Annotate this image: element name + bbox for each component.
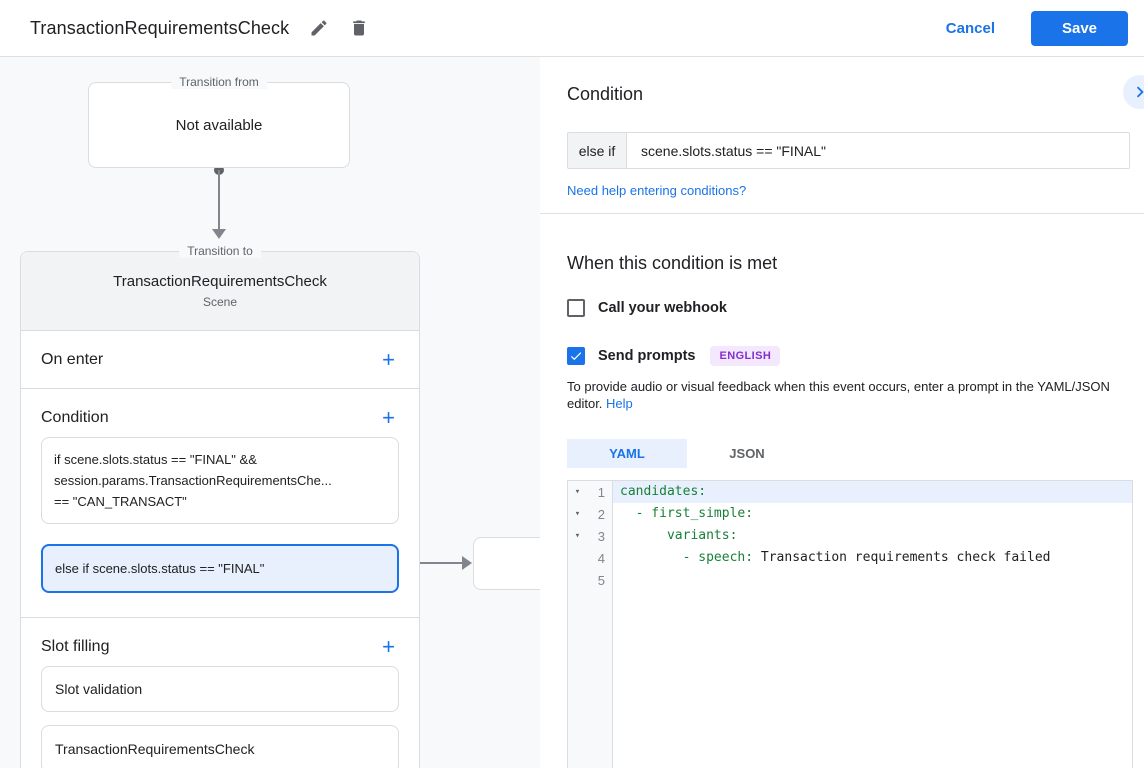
edit-title-button[interactable]	[301, 10, 337, 46]
prompts-help-link[interactable]: Help	[606, 396, 633, 411]
condition-editor-section: Condition else if Need help entering con…	[540, 84, 1144, 214]
add-condition-button[interactable]: +	[378, 405, 399, 431]
scene-flow-canvas: Transition from Not available Transition…	[0, 57, 540, 768]
fold-arrow-icon[interactable]: ▾	[568, 487, 584, 497]
condition-section-label: Condition	[41, 409, 109, 427]
editor-gutter: ▾ 1 ▾ 2 ▾ 3 4	[568, 481, 613, 768]
condition-item-elseif-selected[interactable]: else if scene.slots.status == "FINAL"	[41, 544, 399, 593]
language-badge: ENGLISH	[710, 346, 780, 366]
code-line: variants:	[613, 525, 1132, 547]
call-webhook-checkbox[interactable]	[567, 299, 585, 317]
code-line: - first_simple:	[613, 503, 1132, 525]
condition-prefix-label: else if	[568, 133, 627, 168]
gutter-line: 5	[568, 569, 612, 591]
scene-name: TransactionRequirementsCheck	[113, 273, 327, 290]
line-number: 2	[584, 507, 612, 522]
transition-target-node[interactable]	[473, 537, 540, 590]
transition-from-node[interactable]: Transition from Not available	[88, 82, 350, 168]
code-token-key: candidates:	[620, 484, 706, 499]
cancel-button[interactable]: Cancel	[946, 20, 995, 37]
condition-if-line-1: if scene.slots.status == "FINAL" &&	[54, 449, 386, 470]
line-number: 5	[584, 573, 612, 588]
transition-from-label: Transition from	[171, 75, 267, 89]
condition-met-section: When this condition is met Call your web…	[540, 253, 1144, 768]
fold-arrow-icon[interactable]: ▾	[568, 531, 584, 541]
yaml-code-editor[interactable]: ▾ 1 ▾ 2 ▾ 3 4	[567, 480, 1133, 768]
save-button[interactable]: Save	[1031, 11, 1128, 46]
code-token-value: Transaction requirements check failed	[761, 550, 1051, 565]
scene-card-header[interactable]: TransactionRequirementsCheck Scene	[21, 252, 419, 331]
fold-arrow-icon[interactable]: ▾	[568, 509, 584, 519]
on-enter-label: On enter	[41, 351, 103, 369]
code-token-key: - speech:	[620, 550, 761, 565]
editor-format-tabs: YAML JSON	[567, 439, 1130, 468]
on-enter-section: On enter +	[21, 331, 419, 389]
prompts-description: To provide audio or visual feedback when…	[567, 379, 1130, 412]
tab-json[interactable]: JSON	[687, 439, 807, 468]
send-prompts-label: Send prompts	[598, 348, 695, 364]
trash-icon	[349, 18, 369, 38]
send-prompts-checkbox[interactable]	[567, 347, 585, 365]
condition-section: Condition + if scene.slots.status == "FI…	[21, 389, 419, 618]
condition-detail-panel: Condition else if Need help entering con…	[540, 57, 1144, 768]
condition-expression-input[interactable]	[627, 133, 1129, 168]
transition-from-content: Not available	[176, 117, 263, 134]
scene-card: Transition to TransactionRequirementsChe…	[20, 251, 420, 768]
chevron-right-icon	[1129, 81, 1144, 103]
code-line	[613, 569, 1132, 591]
top-bar: TransactionRequirementsCheck Cancel Save	[0, 0, 1144, 57]
delete-scene-button[interactable]	[341, 10, 377, 46]
slot-filling-section: Slot filling + Slot validation Transacti…	[21, 618, 419, 768]
condition-input-row: else if	[567, 132, 1130, 169]
condition-if-line-3: == "CAN_TRANSACT"	[54, 491, 386, 512]
add-on-enter-button[interactable]: +	[378, 347, 399, 373]
code-token-key: - first_simple:	[620, 506, 753, 521]
slot-item-validation[interactable]: Slot validation	[41, 666, 399, 712]
slot-item-transaction-check[interactable]: TransactionRequirementsCheck	[41, 725, 399, 768]
checkmark-icon	[569, 349, 583, 363]
code-line: candidates:	[613, 481, 1132, 503]
gutter-line: ▾ 1	[568, 481, 612, 503]
prompts-description-text: To provide audio or visual feedback when…	[567, 379, 1110, 411]
page-title: TransactionRequirementsCheck	[30, 18, 289, 39]
slot-filling-label: Slot filling	[41, 638, 109, 656]
line-number: 3	[584, 529, 612, 544]
condition-item-if[interactable]: if scene.slots.status == "FINAL" && sess…	[41, 437, 399, 524]
webhook-row: Call your webhook	[567, 299, 1130, 317]
gutter-line: ▾ 3	[568, 525, 612, 547]
send-prompts-row: Send prompts ENGLISH	[567, 346, 1130, 366]
tab-yaml[interactable]: YAML	[567, 439, 687, 468]
condition-if-line-2: session.params.TransactionRequirementsCh…	[54, 470, 386, 491]
code-token-key: variants:	[620, 528, 737, 543]
transition-to-label: Transition to	[179, 244, 261, 258]
condition-met-title: When this condition is met	[567, 253, 1130, 274]
call-webhook-label: Call your webhook	[598, 300, 727, 316]
panel-title: Condition	[567, 84, 1130, 105]
condition-help-link[interactable]: Need help entering conditions?	[567, 183, 746, 198]
scene-type-label: Scene	[203, 295, 237, 309]
add-slot-button[interactable]: +	[378, 634, 399, 660]
code-line: - speech: Transaction requirements check…	[613, 547, 1132, 569]
gutter-line: 4	[568, 547, 612, 569]
pencil-icon	[309, 18, 329, 38]
line-number: 4	[584, 551, 612, 566]
gutter-line: ▾ 2	[568, 503, 612, 525]
line-number: 1	[584, 485, 612, 500]
editor-code-area[interactable]: candidates: - first_simple: variants: - …	[613, 481, 1132, 768]
